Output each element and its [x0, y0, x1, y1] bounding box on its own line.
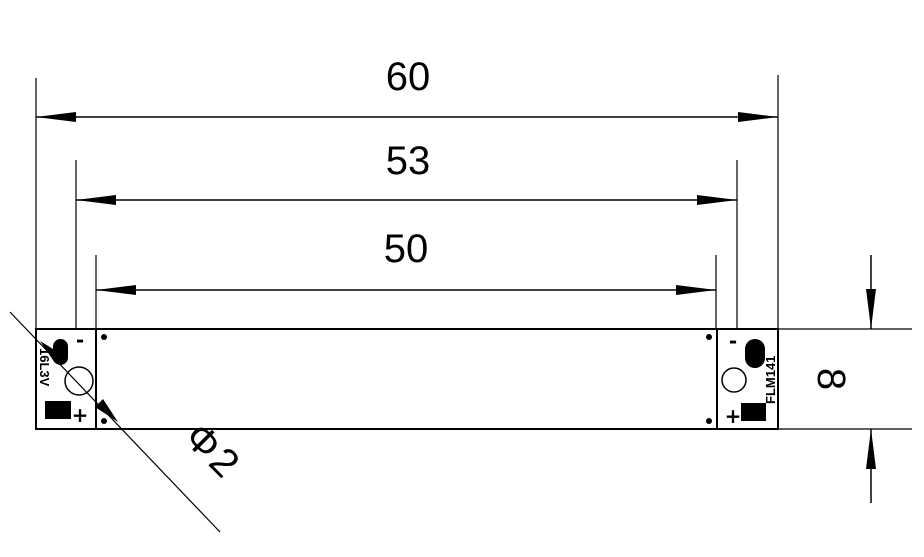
- dimension-label-53: 53: [386, 139, 431, 183]
- dimension-50: 50: [96, 227, 716, 295]
- dimension-label-8: 8: [809, 368, 853, 390]
- inner-corner-dots: [101, 334, 712, 424]
- right-square-pad: [741, 403, 766, 421]
- diameter-arrow-upper: [40, 341, 63, 363]
- dimension-53: 53: [76, 139, 737, 205]
- diameter-leader-line: [9, 311, 221, 533]
- left-mounting-hole: [64, 366, 94, 396]
- board-outline: [35, 328, 779, 430]
- dimension-label-60: 60: [386, 55, 431, 99]
- hole-diameter-callout: Φ 2: [9, 311, 248, 533]
- left-square-pad: [45, 401, 71, 419]
- right-minus-sign: -: [729, 329, 737, 353]
- pcb-board: [35, 328, 779, 430]
- diameter-arrow-lower: [95, 399, 118, 422]
- extension-lines: [35, 75, 912, 430]
- left-pad: - + 16L3V: [37, 328, 94, 427]
- right-pad: - + FLM141: [721, 329, 778, 428]
- right-plus-sign: +: [725, 404, 742, 428]
- dimension-label-50: 50: [384, 227, 429, 271]
- right-pad-text: FLM141: [763, 356, 778, 404]
- dimension-8: 8: [809, 255, 876, 503]
- right-oval-pad: [745, 339, 765, 368]
- left-pad-text: 16L3V: [37, 348, 52, 387]
- left-plus-sign: +: [72, 403, 89, 427]
- dimension-60: 60: [36, 55, 778, 122]
- left-minus-sign: -: [76, 328, 84, 352]
- right-mounting-hole: [721, 367, 747, 393]
